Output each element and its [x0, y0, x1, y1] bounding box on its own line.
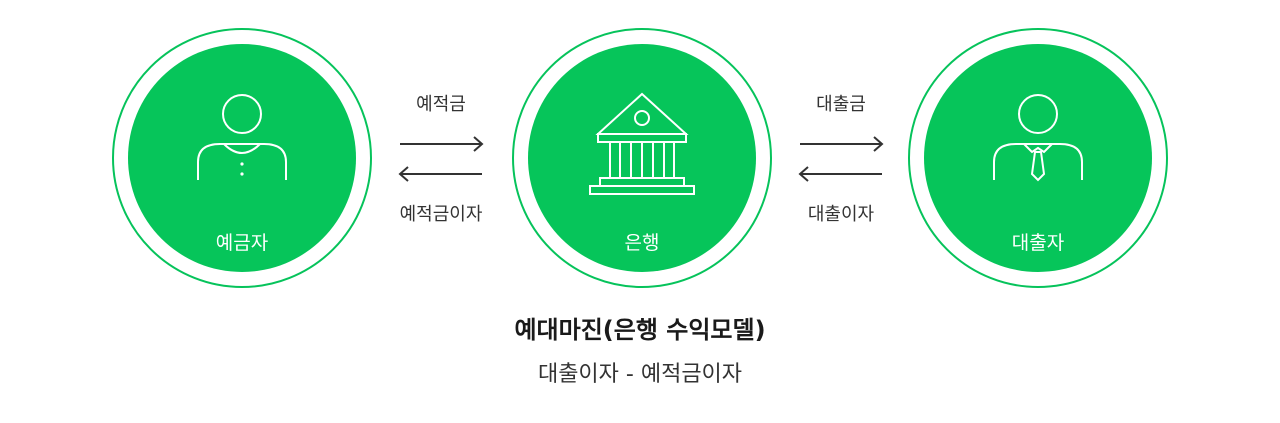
borrower-label: 대출자	[1011, 232, 1065, 254]
depositor-node: 예금자	[112, 28, 372, 288]
arrow-right-icon	[800, 136, 884, 152]
bank-label: 은행	[624, 232, 660, 254]
depositor-label: 예금자	[215, 232, 269, 254]
summary-formula: 대출이자 - 예적금이자	[537, 362, 743, 387]
bank-borrower-flow: 대출금 대출이자	[776, 90, 906, 230]
deposit-label: 예적금	[416, 94, 466, 115]
depositor-circle: 예금자	[128, 44, 356, 272]
bank-node: 은행	[512, 28, 772, 288]
bank-circle: 은행	[528, 44, 756, 272]
summary-title: 예대마진(은행 수익모델)	[514, 316, 766, 344]
loan-label: 대출금	[816, 94, 866, 115]
borrower-ring	[908, 28, 1168, 288]
arrow-left-icon	[398, 166, 482, 182]
bank-building-icon	[589, 92, 695, 195]
person-icon	[197, 94, 287, 180]
deposit-interest-label: 예적금이자	[399, 204, 483, 225]
arrow-left-icon	[798, 166, 882, 182]
arrow-right-icon	[400, 136, 484, 152]
borrower-circle: 대출자	[924, 44, 1152, 272]
depositor-ring	[112, 28, 372, 288]
bank-ring	[512, 28, 772, 288]
depositor-bank-flow: 예적금 예적금이자	[376, 90, 506, 230]
borrower-node: 대출자	[908, 28, 1168, 288]
person-with-tie-icon	[993, 94, 1083, 182]
loan-interest-label: 대출이자	[807, 204, 875, 225]
